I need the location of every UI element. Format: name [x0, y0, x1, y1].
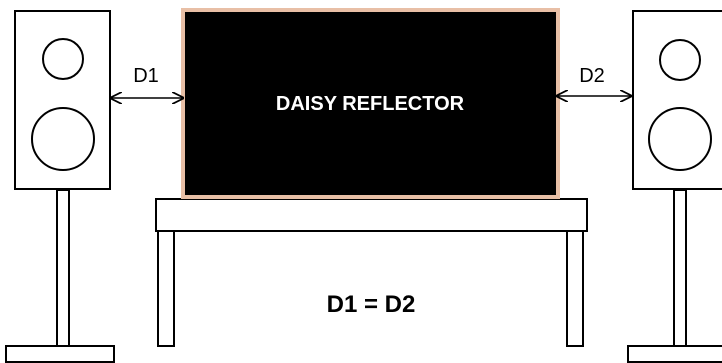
left-speaker-woofer-icon: [31, 107, 95, 171]
left-speaker-tweeter-icon: [42, 38, 84, 80]
table: [155, 198, 588, 347]
table-leg-left: [157, 230, 175, 347]
daisy-reflector-panel: DAISY REFLECTOR: [181, 8, 560, 199]
right-speaker: [632, 10, 722, 190]
right-speaker-tweeter-icon: [659, 39, 701, 81]
left-stand-base: [5, 345, 115, 363]
left-speaker-stand: [5, 189, 115, 363]
right-stand-base: [627, 345, 722, 363]
distance-equation: D1 = D2: [327, 291, 416, 318]
table-leg-right: [566, 230, 584, 347]
d2-label: D2: [579, 65, 605, 87]
left-stand-pole: [56, 189, 70, 347]
right-stand-pole: [673, 189, 687, 347]
left-speaker: [14, 10, 111, 190]
reflector-frame: [181, 8, 560, 199]
right-speaker-stand: [627, 189, 722, 363]
table-top: [155, 198, 588, 232]
d1-label: D1: [133, 65, 159, 87]
right-speaker-woofer-icon: [648, 107, 712, 171]
reflector-label: DAISY REFLECTOR: [276, 93, 465, 115]
